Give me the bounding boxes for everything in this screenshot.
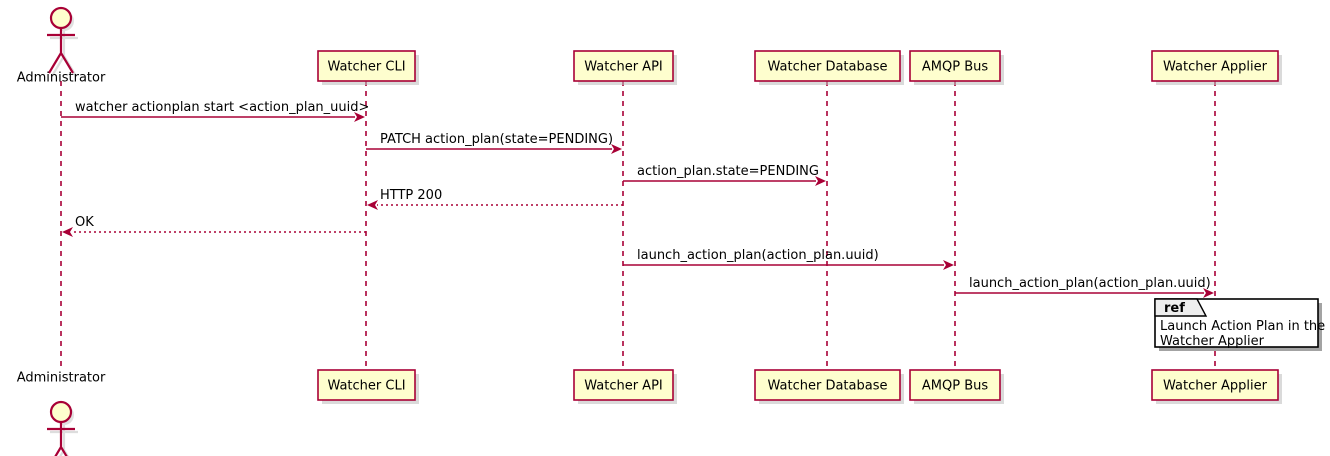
actor-label: Administrator xyxy=(17,371,106,386)
participant-label: Watcher API xyxy=(584,379,663,394)
participant-label: Watcher CLI xyxy=(327,379,405,394)
message-arrowhead xyxy=(943,260,954,270)
ref-tab xyxy=(1154,298,1208,317)
message-6[interactable]: launch_action_plan(action_plan.uuid) xyxy=(955,276,1214,298)
participant-box[interactable] xyxy=(1151,369,1279,401)
participant-label: Watcher API xyxy=(584,60,663,75)
participant-watcher-api[interactable]: Watcher API xyxy=(573,369,677,404)
message-4[interactable]: OK xyxy=(62,215,366,237)
actor-body xyxy=(47,422,75,456)
participant-watcher-cli[interactable]: Watcher CLI xyxy=(317,369,419,404)
message-3[interactable]: HTTP 200 xyxy=(367,188,623,210)
message-label: watcher actionplan start <action_plan_uu… xyxy=(75,100,369,115)
participant-box[interactable] xyxy=(1151,50,1279,82)
message-label: launch_action_plan(action_plan.uuid) xyxy=(637,248,879,263)
participant-label: Watcher CLI xyxy=(327,60,405,75)
actor-body xyxy=(47,28,75,74)
message-1[interactable]: PATCH action_plan(state=PENDING) xyxy=(366,132,622,154)
participant-label: Watcher Database xyxy=(768,60,888,75)
participant-watcher-database[interactable]: Watcher Database xyxy=(754,50,904,85)
participant-watcher-database[interactable]: Watcher Database xyxy=(754,369,904,404)
ref-line: Watcher Applier xyxy=(1160,334,1265,349)
participant-box[interactable] xyxy=(754,369,901,401)
actor-body-shadow xyxy=(50,31,78,77)
participant-watcher-api[interactable]: Watcher API xyxy=(573,50,677,85)
participant-box[interactable] xyxy=(317,50,416,82)
participant-watcher-cli[interactable]: Watcher CLI xyxy=(317,50,419,85)
message-label: OK xyxy=(75,215,94,230)
participant-label: Watcher Applier xyxy=(1163,379,1268,394)
participant-box[interactable] xyxy=(573,369,674,401)
participant-box[interactable] xyxy=(909,50,1001,82)
actor-body-shadow xyxy=(50,425,78,456)
message-label: PATCH action_plan(state=PENDING) xyxy=(380,132,613,147)
message-5[interactable]: launch_action_plan(action_plan.uuid) xyxy=(623,248,954,270)
message-label: launch_action_plan(action_plan.uuid) xyxy=(969,276,1211,291)
ref-line: Launch Action Plan in the xyxy=(1160,319,1325,334)
message-label: action_plan.state=PENDING xyxy=(637,164,819,179)
participant-box[interactable] xyxy=(754,50,901,82)
message-arrowhead xyxy=(611,144,622,154)
message-label: HTTP 200 xyxy=(380,188,442,203)
participant-box[interactable] xyxy=(909,369,1001,401)
actor-administrator[interactable]: Administrator xyxy=(17,371,106,456)
message-arrowhead xyxy=(815,176,826,186)
participant-watcher-applier[interactable]: Watcher Applier xyxy=(1151,50,1282,85)
participant-label: AMQP Bus xyxy=(922,379,988,394)
participant-label: AMQP Bus xyxy=(922,60,988,75)
participant-label: Watcher Applier xyxy=(1163,60,1268,75)
actor-head xyxy=(49,400,73,424)
message-arrowhead xyxy=(354,112,365,122)
actor-administrator[interactable]: Administrator xyxy=(17,6,106,86)
participant-box[interactable] xyxy=(573,50,674,82)
participant-amqp-bus[interactable]: AMQP Bus xyxy=(909,50,1004,85)
message-arrowhead xyxy=(367,200,378,210)
message-arrowhead xyxy=(1203,288,1214,298)
ref-tab-label: ref xyxy=(1164,301,1185,316)
participant-box[interactable] xyxy=(317,369,416,401)
message-2[interactable]: action_plan.state=PENDING xyxy=(623,164,826,186)
message-0[interactable]: watcher actionplan start <action_plan_uu… xyxy=(61,100,369,122)
participant-amqp-bus[interactable]: AMQP Bus xyxy=(909,369,1004,404)
actor-head xyxy=(49,6,73,30)
message-arrowhead xyxy=(62,227,73,237)
actor-label: Administrator xyxy=(17,71,106,86)
participant-watcher-applier[interactable]: Watcher Applier xyxy=(1151,369,1282,404)
participant-label: Watcher Database xyxy=(768,379,888,394)
